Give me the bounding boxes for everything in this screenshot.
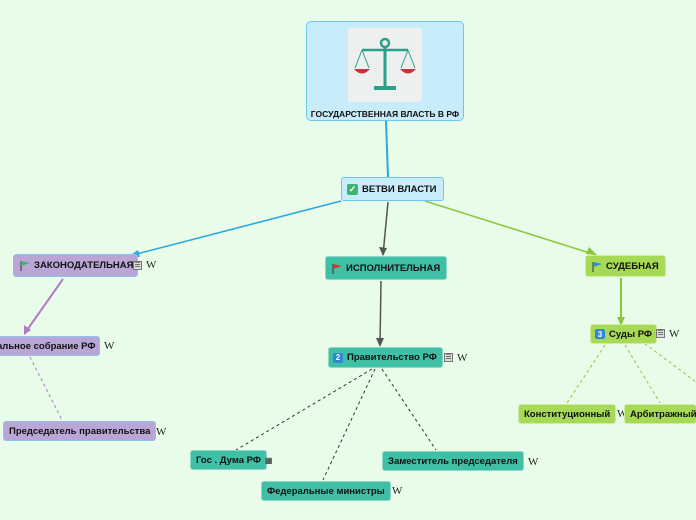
legislative-label: ЗАКОНОДАТЕЛЬНАЯ	[34, 260, 134, 271]
arrow-executive	[379, 247, 387, 256]
executive-node[interactable]: ИСПОЛНИТЕЛЬНАЯ	[325, 256, 448, 280]
note-icon[interactable]: ☰	[444, 353, 453, 362]
blue-flag-icon	[591, 261, 602, 272]
executive-label: ИСПОЛНИТЕЛЬНАЯ	[346, 262, 441, 274]
federal-ministers-label: Федеральные министры	[267, 485, 385, 497]
courts-node[interactable]: 3 Суды РФ	[590, 324, 658, 344]
number-2-icon: 2	[333, 352, 343, 363]
wiki-icon[interactable]: W	[104, 340, 115, 352]
chairman-label: Председатель правительства	[9, 425, 151, 437]
branches-label: ВЕТВИ ВЛАСТИ	[362, 183, 437, 195]
note-icon[interactable]: ☰	[656, 329, 665, 338]
government-label: Правительство РФ	[347, 352, 437, 363]
map-icon[interactable]: ▦	[265, 456, 273, 465]
connector-government-duma	[235, 368, 373, 451]
connector-executive-government	[379, 280, 382, 346]
connector-branches-judicial	[424, 200, 597, 256]
root-label: ГОСУДАРСТВЕННАЯ ВЛАСТЬ В РФ	[310, 109, 460, 119]
constitutional-court-node[interactable]: Конституционный	[518, 404, 617, 424]
arrow-courts	[617, 317, 625, 326]
judicial-label: СУДЕБНАЯ	[606, 260, 659, 272]
chairman-node[interactable]: Председатель правительства	[3, 421, 157, 441]
connector-government-ministers	[322, 368, 376, 481]
connector-branches-legislative	[128, 200, 342, 257]
wiki-icon[interactable]: W	[156, 426, 167, 438]
legislative-node[interactable]: ЗАКОНОДАТЕЛЬНАЯ	[13, 254, 139, 277]
connector-courts-offscreen	[639, 339, 696, 383]
wiki-icon[interactable]: W	[528, 456, 539, 468]
arrow-government	[376, 338, 384, 347]
federal-ministers-node[interactable]: Федеральные министры	[261, 481, 391, 501]
duma-node[interactable]: Гос . Дума РФ	[190, 450, 267, 470]
wiki-icon[interactable]: W	[146, 259, 157, 271]
wiki-icon[interactable]: W	[617, 408, 628, 420]
connector-courts-arbitration	[624, 344, 661, 404]
branches-node[interactable]: ✓ ВЕТВИ ВЛАСТИ	[341, 177, 444, 201]
deputy-chairman-label: Заместитель председателя	[388, 455, 518, 467]
connector-legislative-assembly	[24, 278, 64, 334]
arbitration-court-node[interactable]: Арбитражный	[624, 404, 696, 424]
deputy-chairman-node[interactable]: Заместитель председателя	[382, 451, 524, 471]
constitutional-court-label: Конституционный	[524, 408, 611, 420]
arrow-assembly	[24, 325, 31, 335]
arbitration-court-label: Арбитражный	[630, 408, 696, 420]
number-3-icon: 3	[595, 329, 605, 339]
government-node[interactable]: 2 Правительство РФ	[328, 347, 443, 368]
connector-government-deputy	[381, 368, 437, 451]
green-flag-icon	[19, 260, 30, 271]
wiki-icon[interactable]: W	[669, 328, 680, 340]
wiki-icon[interactable]: W	[392, 485, 403, 497]
connector-courts-constitutional	[566, 344, 606, 404]
judicial-node[interactable]: СУДЕБНАЯ	[585, 255, 666, 277]
red-flag-icon	[331, 263, 342, 274]
duma-label: Гос . Дума РФ	[196, 454, 261, 466]
federal-assembly-label: альное собрание РФ	[0, 340, 96, 352]
connector-root-branches	[385, 120, 389, 178]
federal-assembly-node[interactable]: альное собрание РФ	[0, 336, 101, 356]
connector-branches-executive	[382, 201, 389, 256]
root-node[interactable]: ГОСУДАРСТВЕННАЯ ВЛАСТЬ В РФ	[306, 21, 464, 121]
check-icon: ✓	[347, 183, 358, 195]
scales-of-justice-icon	[348, 28, 422, 102]
wiki-icon[interactable]: W	[457, 352, 468, 364]
note-icon[interactable]: ☰	[133, 261, 142, 270]
arrow-judicial	[586, 247, 597, 255]
courts-label: Суды РФ	[609, 328, 653, 340]
connector-assembly-chairman	[29, 356, 63, 421]
